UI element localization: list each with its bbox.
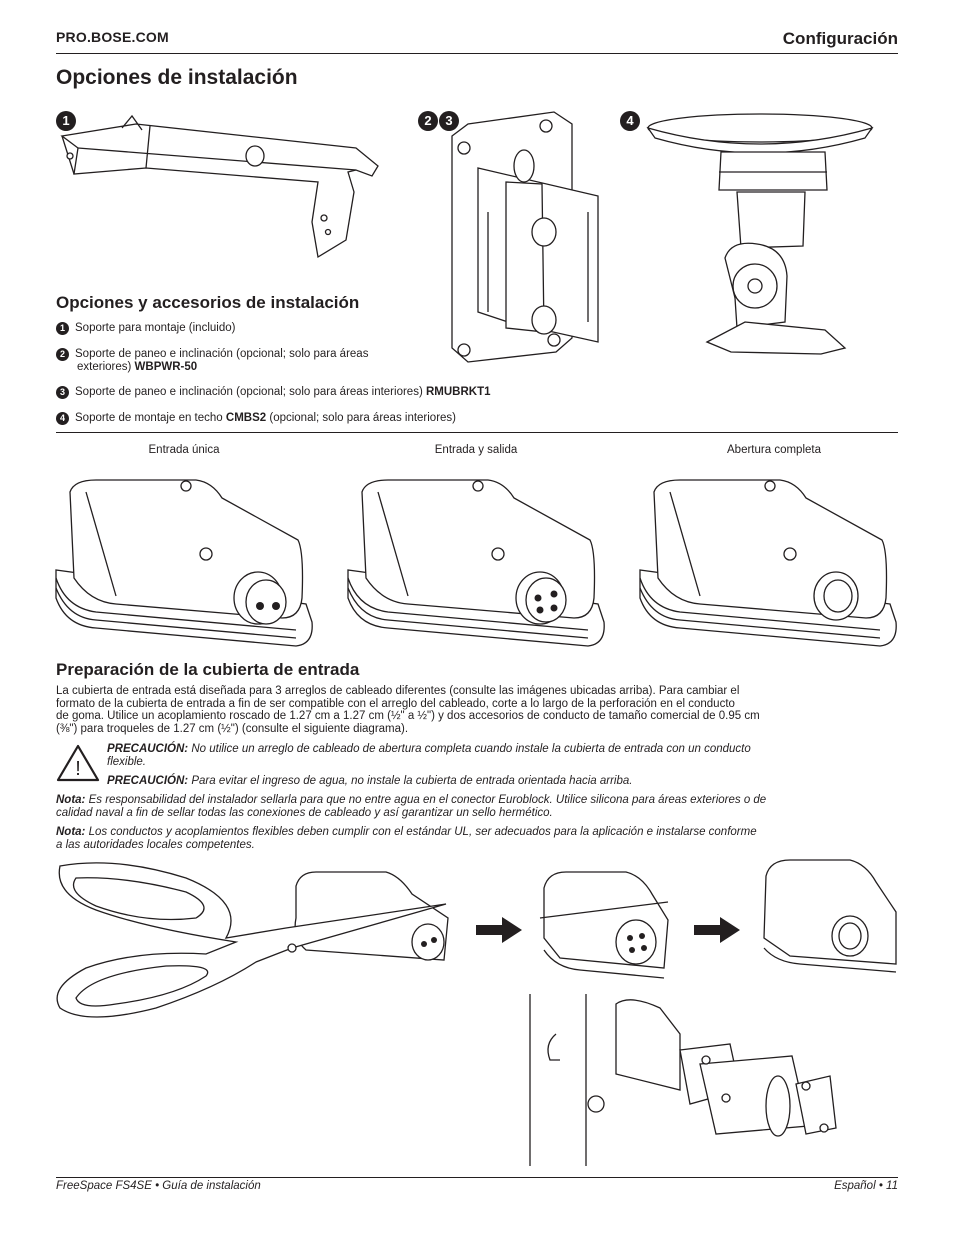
note-text: Los conductos y acoplamientos flexibles … (85, 826, 757, 838)
accessory-text: Soporte para montaje (incluido) (75, 322, 236, 334)
prep-heading: Preparación de la cubierta de entrada (56, 660, 360, 679)
figure-badge-4: 4 (620, 111, 640, 131)
site-url: PRO.BOSE.COM (56, 29, 169, 45)
accessory-text: Soporte de paneo e inclinación (opcional… (75, 386, 423, 398)
accessory-number: 4 (56, 412, 69, 425)
note-text: a las autoridades locales competentes. (56, 838, 255, 851)
pan-tilt-bracket-illustration (451, 111, 599, 363)
note-label: Nota: (56, 794, 86, 806)
caption-single-entry: Entrada única (148, 444, 220, 456)
entry-cover-single-illustration (55, 479, 313, 647)
accessory-number: 2 (56, 348, 69, 361)
note-1: Nota: Es responsabilidad del instalador … (56, 794, 898, 819)
note-text: Es responsabilidad del instalador sellar… (85, 794, 767, 806)
page-title: Opciones de instalación (56, 66, 298, 89)
footer-page-number: Español • 11 (834, 1180, 898, 1192)
accessory-text-cont: exteriores) (77, 361, 132, 373)
footer-doc-title: FreeSpace FS4SE • Guía de instalación (56, 1180, 261, 1192)
footer-rule (56, 1177, 898, 1178)
arrow-right-icon (694, 917, 740, 943)
prep-body: La cubierta de entrada está diseñada par… (56, 685, 898, 735)
accessory-model: RMUBRKT1 (425, 386, 491, 398)
caution-text: Para evitar el ingreso de agua, no insta… (188, 775, 633, 787)
entry-cover-full-illustration (639, 479, 897, 647)
section-rule (56, 432, 898, 433)
entry-cover-in-out-illustration (347, 479, 605, 647)
accessory-item-1: 1 Soporte para montaje (incluido) (56, 322, 596, 336)
prep-body-line: (⅜") para troqueles de 1.27 cm (½") (con… (56, 722, 409, 735)
note-2: Nota: Los conductos y acoplamientos flex… (56, 826, 898, 851)
figure-badge-1: 1 (56, 111, 76, 131)
accessory-model: WBPWR-50 (134, 361, 198, 373)
header-rule (56, 53, 898, 54)
caution-label: PRECAUCIÓN: (107, 775, 189, 787)
accessory-model: CMBS2 (225, 412, 267, 424)
caution-text: flexible. (107, 755, 146, 768)
caution-text: No utilice un arreglo de cableado de abe… (188, 743, 751, 755)
caution-label: PRECAUCIÓN: (107, 743, 189, 755)
entry-cover-open-illustration (763, 859, 897, 973)
caution-2: PRECAUCIÓN: Para evitar el ingreso de ag… (107, 775, 897, 788)
prep-body-line: de goma. Utilice un acoplamiento roscado… (56, 710, 760, 722)
arrow-right-icon (476, 917, 522, 943)
accessory-item-4: 4 Soporte de montaje en techo CMBS2 (opc… (56, 412, 596, 426)
section-title: Configuración (782, 29, 898, 48)
entry-cover-cut-illustration (539, 871, 669, 979)
caution-1: PRECAUCIÓN: No utilice un arreglo de cab… (107, 743, 897, 768)
accessory-number: 1 (56, 322, 69, 335)
caption-in-out: Entrada y salida (434, 444, 518, 456)
note-text: calidad naval a fin de sellar todas las … (56, 806, 553, 819)
conduit-assembly-illustration (529, 994, 837, 1166)
accessory-item-2: 2 Soporte de paneo e inclinación (opcion… (56, 348, 596, 374)
accessory-text: Soporte de montaje en techo (75, 412, 223, 424)
caption-full-opening: Abertura completa (727, 444, 821, 456)
accessory-item-3: 3 Soporte de paneo e inclinación (opcion… (56, 386, 596, 400)
figure-badge-3: 3 (439, 111, 459, 131)
warning-triangle-icon: ! (56, 744, 100, 782)
ceiling-mount-illustration (646, 113, 874, 355)
scissors-icon (56, 862, 449, 1018)
accessory-suffix: (opcional; solo para áreas interiores) (269, 412, 457, 424)
figure-badge-2: 2 (418, 111, 438, 131)
accessory-text: Soporte de paneo e inclinación (opcional… (75, 348, 369, 360)
warning-symbol: ! (75, 758, 81, 780)
accessory-number: 3 (56, 386, 69, 399)
prep-body-line: La cubierta de entrada está diseñada par… (56, 685, 740, 697)
mounting-bracket-illustration (60, 114, 379, 259)
prep-body-line: formato de la cubierta de entrada a fin … (56, 697, 735, 710)
note-label: Nota: (56, 826, 86, 838)
accessories-heading: Opciones y accesorios de instalación (56, 293, 360, 312)
